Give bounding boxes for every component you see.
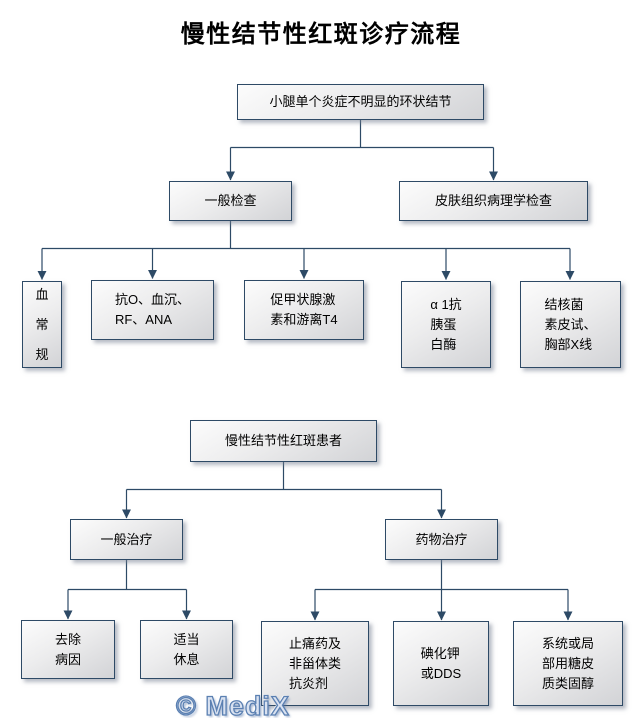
node-label: 止痛药及 非甾体类 抗炎剂 (288, 635, 341, 691)
node-label: 皮肤组织病理学检查 (434, 193, 552, 208)
node-label: 去除 病因 (54, 631, 81, 667)
node-corticosteroids: 系统或局 部用糖皮 质类固醇 (513, 621, 623, 706)
node-label: 慢性结节性红斑患者 (224, 433, 342, 448)
node-general-treatment: 一般治疗 (70, 519, 183, 560)
node-potassium-iodide-dds: 碘化钾 或DDS (393, 621, 489, 706)
page-title: 慢性结节性红斑诊疗流程 (180, 21, 462, 48)
node-remove-cause: 去除 病因 (21, 620, 115, 679)
node-patient: 慢性结节性红斑患者 (190, 420, 377, 462)
node-alpha1-antitrypsin: α 1抗 胰蛋 白酶 (401, 281, 491, 368)
node-label: 一般检查 (204, 193, 257, 208)
node-label: 碘化钾 或DDS (420, 645, 462, 681)
node-tsh-free-t4: 促甲状腺激 素和游离T4 (244, 280, 364, 340)
node-aso-esr-rf-ana: 抗O、血沉、 RF、ANA (91, 280, 214, 340)
node-label: 一般治疗 (100, 531, 153, 547)
node-label: 结核菌 素皮试、 胸部X线 (544, 296, 597, 352)
node-label: 血 常 规 (35, 286, 49, 362)
medix-watermark: © MediX (175, 690, 290, 718)
node-label: 小腿单个炎症不明显的环状结节 (269, 94, 452, 109)
node-label: 药物治疗 (415, 531, 468, 547)
node-label: 适当 休息 (173, 631, 200, 667)
node-label: 促甲状腺激 素和游离T4 (270, 292, 338, 327)
node-label: α 1抗 胰蛋 白酶 (430, 296, 462, 352)
node-label: 抗O、血沉、 RF、ANA (114, 292, 191, 327)
node-proper-rest: 适当 休息 (140, 620, 233, 679)
node-tuberculin-chest-xray: 结核菌 素皮试、 胸部X线 (520, 281, 621, 368)
node-general-exam: 一般检查 (169, 181, 292, 221)
node-leg-nodule: 小腿单个炎症不明显的环状结节 (237, 84, 484, 120)
node-blood-routine: 血 常 规 (22, 281, 62, 368)
node-label: 系统或局 部用糖皮 质类固醇 (541, 635, 594, 691)
node-drug-treatment: 药物治疗 (385, 519, 498, 560)
node-analgesics-nsaids: 止痛药及 非甾体类 抗炎剂 (261, 621, 369, 706)
node-skin-pathology-exam: 皮肤组织病理学检查 (399, 181, 588, 221)
